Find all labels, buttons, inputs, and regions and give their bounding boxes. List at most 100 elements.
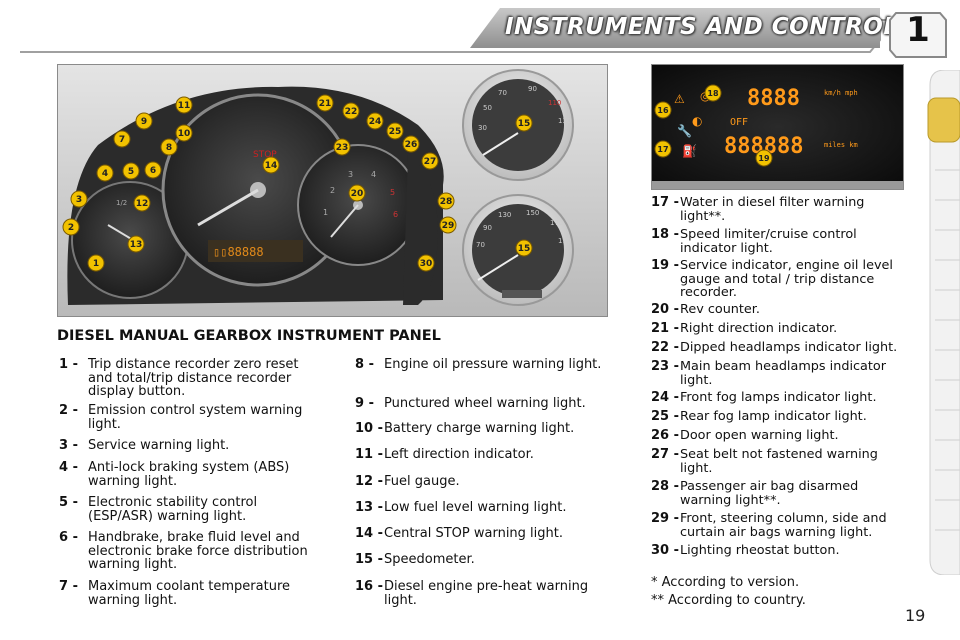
legend-number: 1 - — [59, 357, 78, 372]
callout-badge-3: 3 — [70, 190, 88, 208]
svg-text:28: 28 — [440, 197, 453, 207]
legend-text: Anti-lock braking system (ABS) warning l… — [88, 460, 290, 489]
legend-number: 10 - — [355, 421, 384, 436]
display-off-label: OFF — [730, 117, 748, 128]
svg-text:18: 18 — [707, 89, 719, 98]
legend-number: 14 - — [355, 526, 384, 541]
svg-text:13: 13 — [130, 240, 143, 250]
svg-text:3: 3 — [348, 170, 353, 179]
legend-number: 12 - — [355, 474, 384, 489]
legend-text: Left direction indicator. — [384, 447, 534, 462]
svg-text:70: 70 — [498, 89, 507, 97]
svg-text:15: 15 — [518, 119, 531, 129]
svg-text:5: 5 — [390, 188, 395, 197]
svg-text:190: 190 — [558, 237, 571, 245]
legend-text: Main beam headlamps indicator light. — [680, 359, 886, 388]
callout-badge-29: 29 — [439, 216, 457, 234]
legend-text: Handbrake, brake fluid level and electro… — [88, 530, 308, 572]
footnote-version: * According to version. — [651, 575, 800, 590]
svg-text:21: 21 — [319, 99, 332, 109]
legend-number: 2 - — [59, 403, 78, 418]
callout-badge-8: 8 — [160, 138, 178, 156]
svg-text:14: 14 — [265, 161, 278, 171]
callout-badge-13: 13 — [127, 235, 145, 253]
svg-text:4: 4 — [371, 170, 376, 179]
legend-text: Speedometer. — [384, 552, 475, 567]
legend-text: Central STOP warning light. — [384, 526, 563, 541]
callout-badge-9: 9 — [135, 112, 153, 130]
callout-badge-28: 28 — [437, 192, 455, 210]
svg-text:⛽: ⛽ — [682, 144, 697, 158]
callout-badge-4: 4 — [96, 164, 114, 182]
svg-text:1/2: 1/2 — [116, 199, 127, 207]
svg-text:15: 15 — [518, 244, 531, 254]
legend-text: Electronic stability control (ESP/ASR) w… — [88, 495, 258, 524]
svg-text:90: 90 — [483, 224, 492, 232]
svg-text:1: 1 — [93, 259, 99, 269]
svg-text:24: 24 — [369, 117, 382, 127]
svg-text:11: 11 — [178, 101, 191, 111]
legend-text: Maximum coolant temperature warning ligh… — [88, 579, 291, 608]
legend-text: Water in diesel filter warning light**. — [680, 195, 865, 224]
svg-text:◐: ◐ — [692, 114, 702, 128]
legend-text: Service indicator, engine oil level gaug… — [680, 258, 893, 300]
legend-number: 25 - — [651, 409, 680, 424]
legend-number: 5 - — [59, 495, 78, 510]
legend-text: Front, steering column, side and curtain… — [680, 511, 887, 540]
legend-number: 21 - — [651, 321, 680, 336]
svg-text:19: 19 — [758, 154, 770, 163]
callout-badge-27: 27 — [421, 152, 439, 170]
legend-number: 7 - — [59, 579, 78, 594]
legend-text: Seat belt not fastened warning light. — [680, 447, 878, 476]
svg-text:▯▯88888: ▯▯88888 — [213, 245, 264, 259]
svg-text:6: 6 — [393, 210, 398, 219]
legend-text: Speed limiter/cruise control indicator l… — [680, 227, 857, 256]
svg-text:8: 8 — [166, 143, 172, 153]
callout-badge-25: 25 — [386, 122, 404, 140]
legend-number: 9 - — [355, 396, 374, 411]
legend-number: 4 - — [59, 460, 78, 475]
svg-text:150: 150 — [526, 209, 539, 217]
legend-number: 16 - — [355, 579, 384, 594]
svg-text:22: 22 — [345, 107, 358, 117]
callout-badge-21: 21 — [316, 94, 334, 112]
legend-text: Engine oil pressure warning light. — [384, 357, 602, 372]
callout-badge-15a: 15 — [515, 114, 533, 132]
legend-text: Service warning light. — [88, 438, 230, 453]
callout-badge-7: 7 — [113, 130, 131, 148]
svg-text:2: 2 — [330, 186, 335, 195]
callout-badge-2: 2 — [62, 218, 80, 236]
callout-badge-11: 11 — [175, 96, 193, 114]
svg-text:27: 27 — [424, 157, 437, 167]
page-title: INSTRUMENTS AND CONTROLS — [505, 14, 916, 40]
svg-text:9: 9 — [141, 117, 147, 127]
footnote-country: ** According to country. — [651, 593, 806, 608]
svg-text:2: 2 — [68, 223, 74, 233]
svg-text:4: 4 — [102, 169, 108, 179]
svg-text:10: 10 — [178, 129, 191, 139]
legend-number: 17 - — [651, 195, 680, 210]
display-top-value: 8888 — [747, 86, 800, 111]
legend-text: Trip distance recorder zero reset and to… — [88, 357, 299, 399]
legend-number: 13 - — [355, 500, 384, 515]
svg-text:130: 130 — [558, 117, 571, 125]
svg-text:12: 12 — [136, 199, 149, 209]
svg-text:50: 50 — [483, 104, 492, 112]
chapter-tab-strip — [927, 70, 960, 575]
legend-number: 18 - — [651, 227, 680, 242]
callout-badge-26: 26 — [402, 135, 420, 153]
svg-text:1: 1 — [323, 208, 328, 217]
legend-number: 15 - — [355, 552, 384, 567]
svg-text:29: 29 — [442, 221, 455, 231]
callout-badge-6: 6 — [144, 161, 162, 179]
svg-text:5: 5 — [128, 167, 134, 177]
legend-number: 6 - — [59, 530, 78, 545]
svg-text:30: 30 — [420, 259, 433, 269]
svg-text:🔧: 🔧 — [677, 123, 692, 138]
svg-text:170: 170 — [550, 219, 563, 227]
svg-text:130: 130 — [498, 211, 511, 219]
legend-number: 19 - — [651, 258, 680, 273]
chapter-number: 1 — [906, 10, 930, 50]
legend-text: Diesel engine pre-heat warning light. — [384, 579, 589, 608]
display-bottom-unit: miles km — [824, 141, 858, 149]
